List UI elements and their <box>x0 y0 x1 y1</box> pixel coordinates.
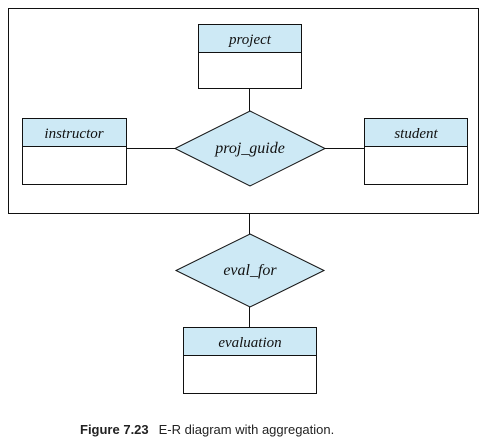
entity-project-label: project <box>228 32 272 48</box>
entity-instructor-header <box>22 118 127 147</box>
aggregation-box <box>8 8 479 214</box>
relationship-proj-guide-diamond <box>173 110 327 187</box>
figure-caption-text: E-R diagram with aggregation. <box>158 422 335 437</box>
entity-project-header <box>198 24 302 53</box>
entity-project: project <box>198 24 302 89</box>
relationship-proj-guide-label: proj_guide <box>214 140 285 157</box>
relationship-eval-for-label: eval_for <box>223 262 277 279</box>
relationship-eval-for-diamond <box>174 233 326 308</box>
entity-evaluation: evaluation <box>183 327 317 394</box>
entity-student: student <box>364 118 468 185</box>
entity-instructor: instructor <box>22 118 127 185</box>
entity-student-body <box>364 146 468 185</box>
relationship-eval-for: eval_for <box>174 233 326 308</box>
entity-student-header <box>364 118 468 147</box>
entity-evaluation-body <box>183 355 317 394</box>
entity-student-label: student <box>394 126 438 142</box>
figure-number: Figure 7.23 <box>80 422 149 437</box>
entity-evaluation-label: evaluation <box>218 335 281 351</box>
entity-instructor-label: instructor <box>44 126 103 142</box>
entity-instructor-body <box>22 146 127 185</box>
entity-project-body <box>198 52 302 89</box>
figure-caption: Figure 7.23 E-R diagram with aggregation. <box>80 422 334 437</box>
relationship-proj-guide: proj_guide <box>173 110 327 187</box>
